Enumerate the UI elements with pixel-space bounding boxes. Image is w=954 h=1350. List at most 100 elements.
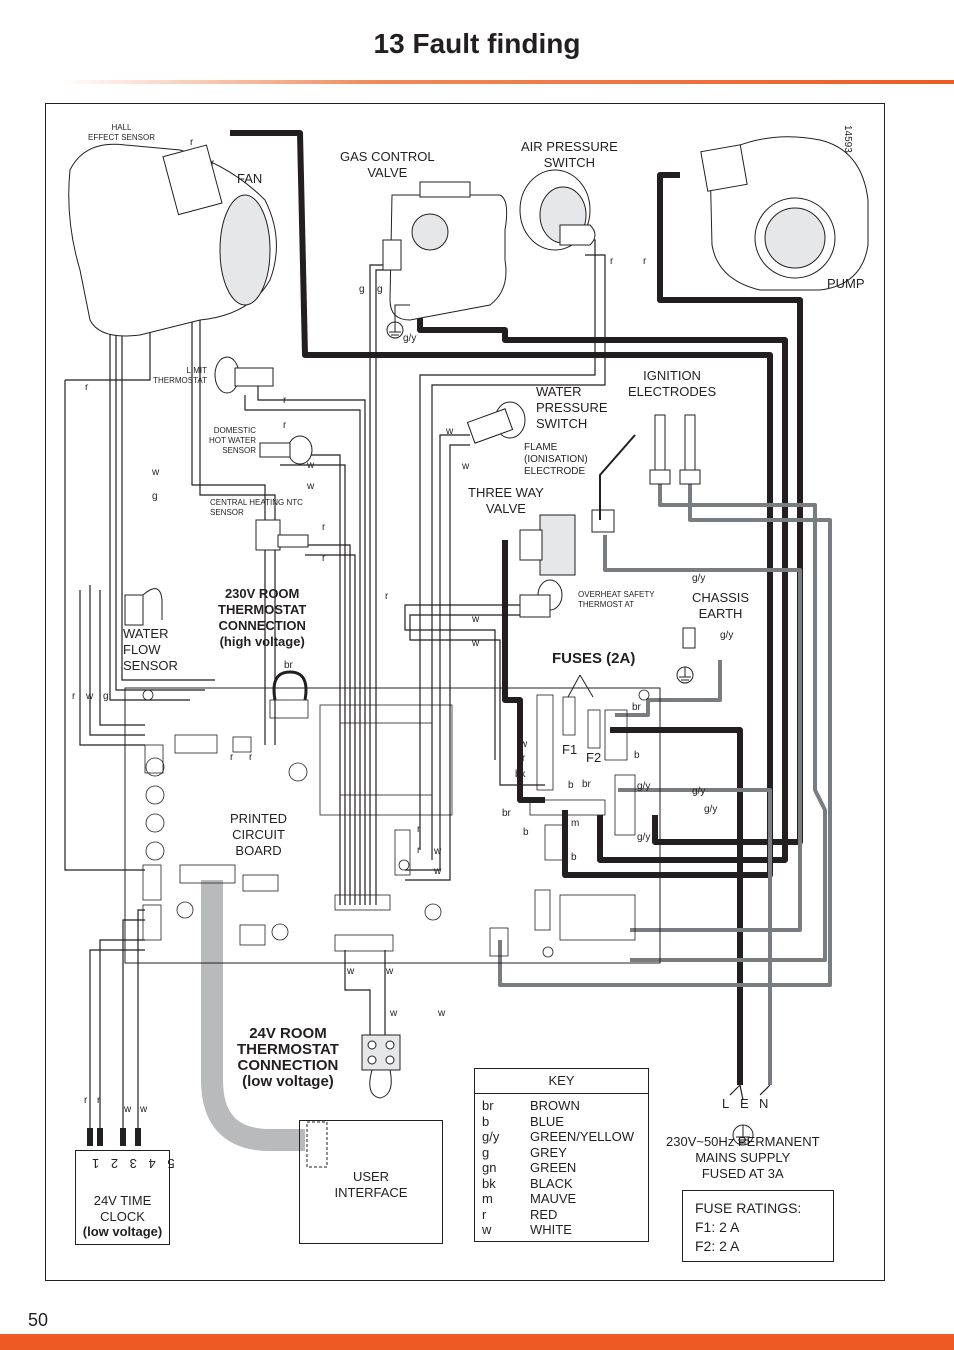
- wire-tag: br: [632, 702, 641, 713]
- key-code: w: [482, 1222, 492, 1237]
- key-colour: GREY: [530, 1144, 567, 1160]
- ribbon-cable: [201, 880, 305, 1151]
- component-drawings: [68, 136, 869, 1099]
- key-row: g GREY: [475, 1145, 648, 1161]
- mains-e: E: [740, 1096, 749, 1111]
- ch-sensor-label: CENTRAL HEATING NTC SENSOR: [210, 498, 303, 517]
- pcb-label: PRINTED CIRCUIT BOARD: [230, 811, 288, 858]
- air-switch-label: AIR PRESSURE SWITCH: [521, 139, 618, 170]
- wire-tag: br: [284, 660, 293, 671]
- footer-bar: [0, 1334, 954, 1350]
- user-interface-label: USER INTERFACE: [334, 1169, 408, 1200]
- wire-tag: r: [522, 753, 526, 764]
- key-colour: MAUVE: [530, 1191, 577, 1206]
- wire-tag: r: [385, 591, 389, 602]
- chassis-earth-label: CHASSIS EARTH: [692, 590, 750, 621]
- key-code: gn: [482, 1160, 497, 1175]
- wire-tag: g/y: [692, 786, 706, 797]
- key-row: w WHITE: [475, 1222, 648, 1238]
- clock-terminals: 5 4 3 2 1: [88, 1156, 175, 1171]
- key-colour: BLACK: [530, 1175, 573, 1191]
- wire-tag: b: [634, 750, 640, 761]
- wire-tag: r: [97, 1095, 101, 1106]
- clock-plugs: [87, 1128, 141, 1146]
- wire-tag: w: [386, 966, 394, 977]
- thick-black-wires: [230, 130, 803, 1085]
- time-clock-sub: (low voltage): [82, 1224, 163, 1239]
- thin-wires: [64, 145, 606, 1140]
- title-rule: [60, 80, 954, 84]
- limit-thermostat-label: LIMIT THERMOSTAT: [153, 366, 207, 385]
- wire-tag: r: [211, 158, 215, 169]
- pcb-outline: [124, 687, 661, 964]
- mains-l: L: [722, 1096, 730, 1111]
- key-code: br: [482, 1098, 494, 1113]
- figure-number: 14593: [842, 125, 853, 153]
- key-code: g: [482, 1144, 490, 1160]
- wire-tag: g/y: [637, 781, 651, 792]
- wire-tag: w: [307, 481, 315, 492]
- wire-tag: w: [307, 460, 315, 471]
- water-pressure-switch-label: WATER PRESSURE SWITCH: [536, 384, 608, 431]
- wire-tag: w: [438, 1008, 446, 1019]
- key-colour: GREEN/YELLOW: [530, 1129, 635, 1144]
- fuse-arrows: [567, 674, 594, 698]
- fuse-rating-f1: F1: 2 A: [695, 1219, 740, 1235]
- wire-tag: w: [434, 846, 442, 857]
- key-colour: GREEN: [530, 1160, 577, 1175]
- wire-tag: b: [568, 780, 574, 791]
- key-code: b: [482, 1113, 490, 1129]
- wire-tag: g/y: [704, 804, 718, 815]
- room-thermostat-lv-label: 24V ROOM THERMOSTAT CONNECTION (low volt…: [237, 1025, 339, 1090]
- fuse-rating-f2: F2: 2 A: [695, 1238, 740, 1254]
- wire-tag: r: [230, 752, 234, 763]
- key-row: gn GREEN: [475, 1160, 648, 1176]
- time-clock-box: 5 4 3 2 1 24V TIME CLOCK (low voltage): [75, 1150, 175, 1245]
- pump-label: PUMP: [827, 276, 865, 291]
- wire-tag: w: [347, 966, 355, 977]
- key-colour: RED: [530, 1206, 558, 1222]
- wire-tag: r: [190, 137, 194, 148]
- time-clock-label: 24V TIME CLOCK: [93, 1193, 152, 1224]
- wire-tag: m: [571, 818, 580, 829]
- wire-tag: w: [86, 691, 94, 702]
- wire-tag: r: [643, 256, 647, 267]
- wire-tag: w: [472, 614, 480, 625]
- mains-leads: [729, 1084, 771, 1101]
- wire-tag: w: [446, 426, 454, 437]
- key-colour: WHITE: [530, 1222, 572, 1237]
- gas-valve-earth-lead: [394, 304, 410, 322]
- wire-tag: r: [283, 420, 287, 431]
- wire-tag: g/y: [403, 333, 417, 344]
- wire-tag: br: [502, 808, 511, 819]
- fuses-label: FUSES (2A): [552, 650, 636, 667]
- fuse-ratings-heading: FUSE RATINGS:: [695, 1200, 802, 1216]
- wire-tag: g: [377, 284, 383, 295]
- overheat-thermostat-label: OVERHEAT SAFETY THERMOST AT: [578, 590, 655, 609]
- wire-tag: r: [417, 845, 421, 856]
- grey-earth-wires: [498, 480, 832, 1085]
- page-number: 50: [28, 1310, 49, 1330]
- diagram-frame: [45, 103, 885, 1281]
- wire-tag: r: [417, 824, 421, 835]
- wire-tag: w: [434, 866, 442, 877]
- fuse-f1-label: F1: [562, 742, 578, 757]
- mains-n: N: [759, 1096, 769, 1111]
- fuse-f2-label: F2: [586, 750, 602, 765]
- key-row: br BROWN: [475, 1098, 648, 1114]
- wire-tag: r: [322, 553, 326, 564]
- wire-tag: w: [472, 638, 480, 649]
- wire-tag: w: [520, 739, 528, 750]
- wire-tag: g: [103, 691, 109, 702]
- key-colour: BROWN: [530, 1098, 580, 1113]
- hall-sensor-label: HALL EFFECT SENSOR: [88, 123, 155, 142]
- wire-tag: br: [582, 779, 591, 790]
- fuse-ratings: FUSE RATINGS: F1: 2 A F2: 2 A: [682, 1190, 834, 1262]
